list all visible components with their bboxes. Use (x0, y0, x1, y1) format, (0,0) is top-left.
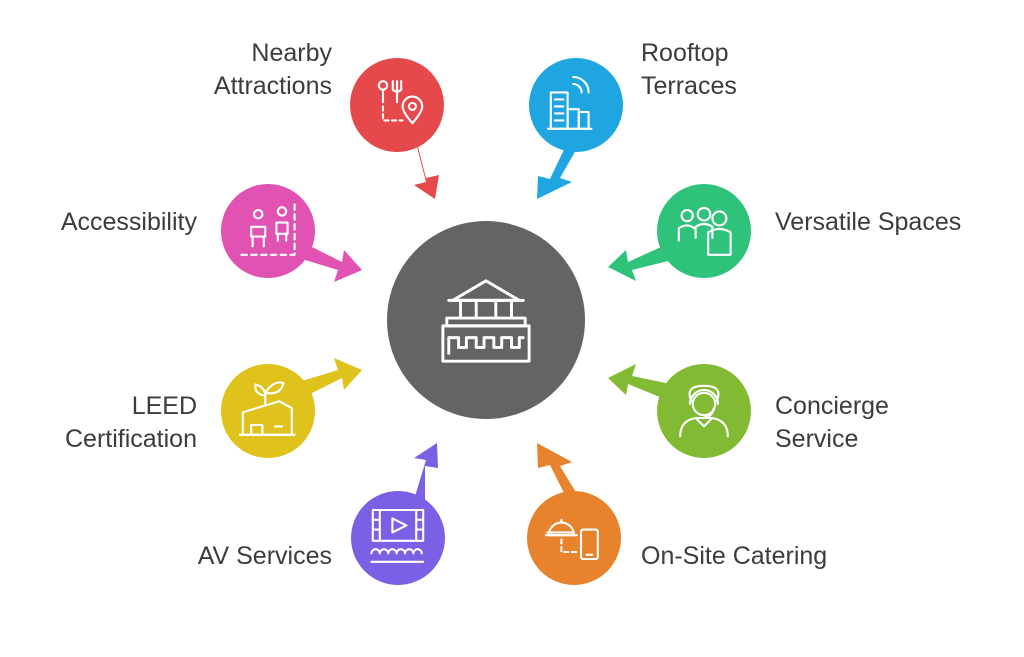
node-circle (657, 184, 751, 278)
node-label-line: Certification (65, 425, 197, 453)
center-hub (387, 221, 585, 419)
node-circle (221, 184, 315, 278)
node-leed-certification: LEED Certification (65, 358, 362, 458)
connector-arrow (395, 135, 439, 199)
node-accessibility: Accessibility (61, 184, 362, 282)
connector-arrow (537, 138, 580, 199)
node-circle (350, 58, 444, 152)
node-concierge-service: Concierge Service (608, 364, 889, 458)
node-nearby-attractions: Nearby Attractions (214, 39, 444, 199)
center-circle (387, 221, 585, 419)
node-circle (529, 58, 623, 152)
node-label-line: Versatile Spaces (775, 208, 961, 236)
node-rooftop-terraces: Rooftop Terraces (529, 39, 737, 199)
node-circle (527, 491, 621, 585)
node-label-line: LEED (132, 392, 197, 420)
connector-arrow (405, 443, 438, 506)
node-label-line: Accessibility (61, 208, 198, 236)
node-circle (221, 364, 315, 458)
node-label-line: Concierge (775, 392, 889, 420)
node-label-line: Rooftop (641, 39, 729, 67)
node-av-services: AV Services (198, 443, 445, 585)
node-label-line: Terraces (641, 72, 737, 100)
node-circle (657, 364, 751, 458)
node-label-line: AV Services (198, 542, 332, 570)
connector-arrow (537, 443, 580, 504)
node-versatile-spaces: Versatile Spaces (608, 184, 961, 281)
node-label-line: Nearby (251, 39, 332, 67)
node-label-line: On-Site Catering (641, 542, 827, 570)
node-label-line: Service (775, 425, 858, 453)
node-label-line: Attractions (214, 72, 332, 100)
node-circle (351, 491, 445, 585)
node-on-site-catering: On-Site Catering (527, 443, 827, 585)
